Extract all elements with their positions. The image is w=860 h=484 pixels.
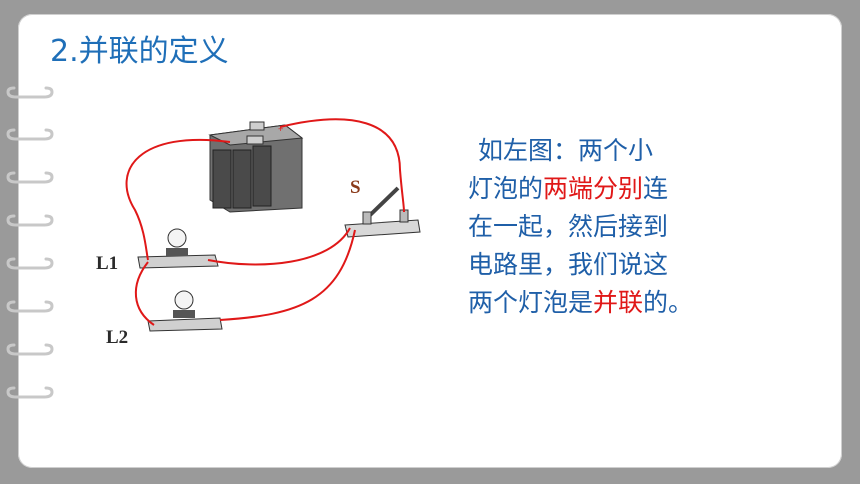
title-text: 并联的定义 <box>78 34 229 69</box>
description-line-4: 电路里，我们说这 <box>468 250 669 279</box>
slide-card <box>18 14 842 468</box>
line5-prefix: 两个灯泡是 <box>468 288 594 317</box>
slide-title: 2.并联的定义 <box>50 32 229 72</box>
description-line-3: 在一起，然后接到 <box>468 212 669 241</box>
switch-icon <box>344 186 421 238</box>
description-line-1: 如左图：两个小 <box>478 136 654 165</box>
line5-suffix: 的。 <box>643 288 694 317</box>
switch-label: S <box>350 177 361 198</box>
lamp-l2-label: L2 <box>106 327 129 348</box>
line2-prefix: 灯泡的 <box>468 174 544 203</box>
circuit-wires <box>125 118 405 326</box>
description-text: 如左图：两个小 灯泡的两端分别连 在一起，然后接到 电路里，我们说这 两个灯泡是… <box>468 132 768 322</box>
parallel-circuit-diagram: + <box>125 118 421 332</box>
description-line-5: 两个灯泡是并联的。 <box>468 284 768 322</box>
line2-suffix: 连 <box>643 174 669 203</box>
lamp-l1-icon <box>137 228 219 269</box>
lamp-l1-label: L1 <box>96 253 119 274</box>
lamp-l2-icon <box>147 290 223 332</box>
notebook-rings <box>6 86 54 399</box>
battery-icon: + <box>208 121 304 213</box>
svg-text:+: + <box>278 124 283 134</box>
description-line-2: 灯泡的两端分别连 <box>468 170 768 208</box>
title-number: 2. <box>50 34 79 69</box>
highlight-parallel: 并联 <box>593 288 644 317</box>
highlight-both-ends: 两端分别 <box>543 174 644 203</box>
